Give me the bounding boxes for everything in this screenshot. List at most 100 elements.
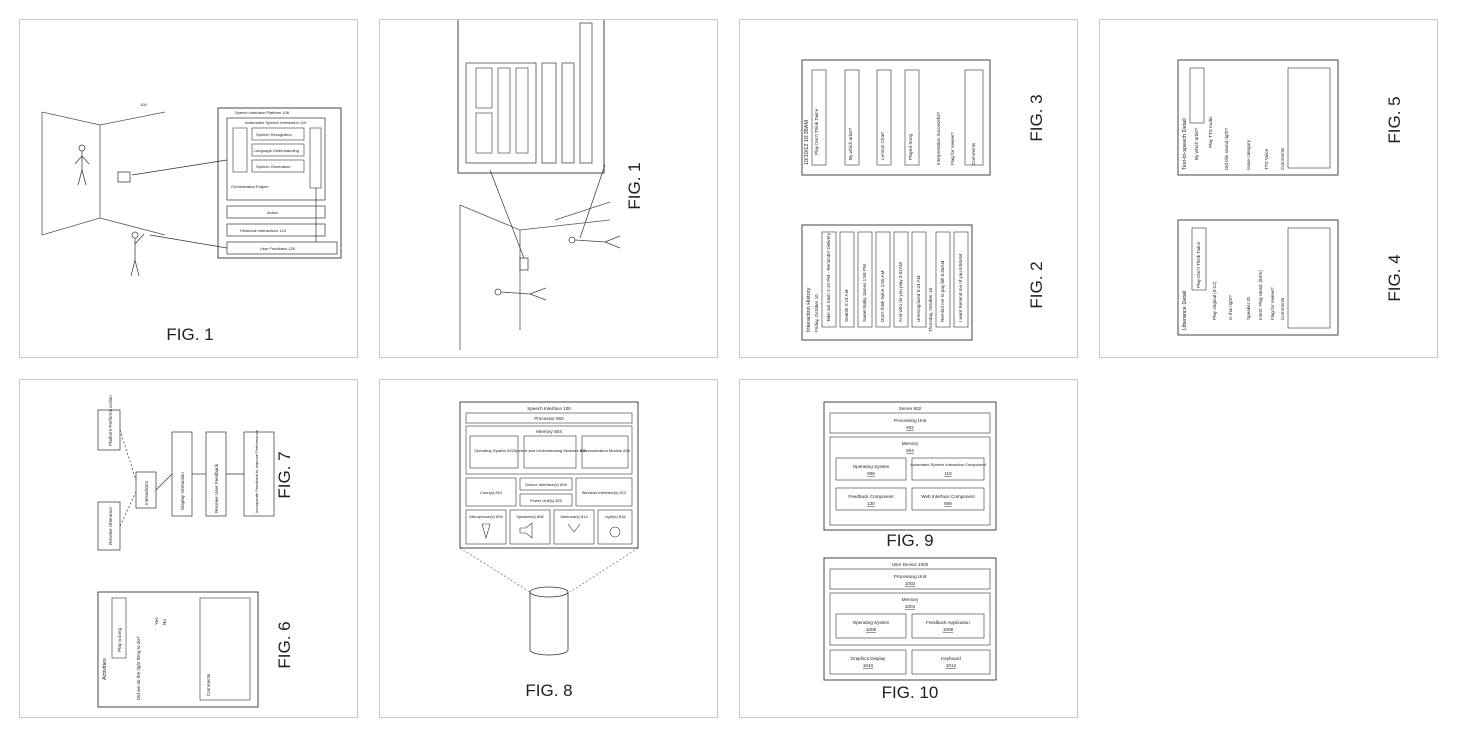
- language-understanding-label: Language Understanding: [254, 148, 299, 153]
- thumbnail-fig-1-alt[interactable]: FIG. 1: [379, 19, 718, 358]
- fig-9-web: Web Interface Component: [921, 494, 975, 499]
- fig-3-row-5: Lennon Chart: [880, 131, 885, 160]
- thumbnail-fig-8[interactable]: Speech Interface 100 Processor 802 Memor…: [379, 379, 718, 718]
- fig-2-3-drawing: Play Don't Think Twice By which artist? …: [801, 59, 1046, 341]
- orchestration-label: Orchestration Engine: [231, 184, 269, 189]
- fig-9-web-num: 908: [944, 501, 952, 506]
- fig-2-item-3: Sweet Baby James 1:58 PM: [862, 264, 867, 322]
- fig-2-item-8: I want Remind me of you 6:50AM: [958, 254, 963, 322]
- fig-5-tts: TTS Voice: [1264, 148, 1269, 170]
- fig-2-item-6: Unrecognized 5:24 AM: [916, 275, 921, 322]
- fig-3-question: Interpretation Successful?: [936, 111, 941, 165]
- fig-2-item-2: Seattle 2:24 AM: [844, 289, 849, 322]
- speaker-icon: [519, 522, 533, 539]
- fig-3-comments: Comments: [971, 142, 976, 165]
- fig-5-comments: Comments: [1280, 147, 1285, 170]
- fig-7-step-3: Interactions: [144, 481, 149, 505]
- thumbnail-fig-6-7[interactable]: Receive Utterance Platform Performs Acti…: [19, 379, 358, 718]
- fig-5-label: FIG. 5: [1385, 96, 1404, 143]
- fig-4-panel: Utterance Detail Play Don't Think Twice …: [1177, 219, 1404, 336]
- fig-10-feedback: Feedback Application: [926, 620, 970, 625]
- fig-2-item-5: And who do you play 3:02AM: [898, 262, 903, 322]
- fig-4-label: FIG. 4: [1385, 254, 1404, 301]
- fig-7-step-1: Receive Utterance: [108, 507, 113, 545]
- fig-1-label: FIG. 1: [166, 325, 213, 344]
- fig-10-panel: User Device 1000 Processing Unit 1002 Me…: [823, 557, 997, 702]
- fig-8-speaker: Speaker(s) 808: [516, 514, 544, 519]
- microphone-icon: [481, 523, 491, 540]
- fig-4-comments: Comments: [1280, 297, 1285, 320]
- fig-6-panel: Activities Play a song Did we do the rig…: [97, 591, 294, 708]
- fig-8-lights: Light(s) 816: [604, 514, 626, 519]
- fig-4-flag: Flag for review?: [1270, 287, 1275, 320]
- fig-10-memory: Memory: [902, 597, 919, 602]
- fig-9-memory: Memory: [902, 441, 919, 446]
- fig-1-alt-drawing: FIG. 1: [457, 20, 644, 350]
- fig-10-graphics: Graphics Display: [851, 656, 886, 661]
- fig-10-keyboard-num: 1012: [946, 663, 957, 668]
- device-icon: [117, 171, 131, 183]
- platform-title: Speech Interface Platform 108: [235, 110, 290, 115]
- fig-3-flag: Flag for review?: [950, 132, 955, 165]
- action-label: Action: [267, 210, 278, 215]
- fig-8-drawing: Speech Interface 100 Processor 802 Memor…: [459, 401, 639, 700]
- fig-4-row-1: Play Don't Think Twice: [1196, 241, 1201, 288]
- person-figure: [74, 144, 90, 186]
- feedback-label: User Feedback 126: [260, 246, 296, 251]
- fig-8-microphone: Microphone(s) 806: [469, 514, 503, 519]
- fig-2-item-4: Don't think twice 2:55 AM: [880, 270, 885, 322]
- fig-3-panel: Play Don't Think Twice By which artist? …: [801, 59, 1046, 176]
- fig-5-title: Text-to-speech Detail: [1182, 118, 1188, 170]
- fig-8-device-if: Device Interface(s) 808: [525, 482, 567, 487]
- fig-3-row-3: By which artist?: [848, 127, 853, 160]
- historical-label: Historical Interactions 124: [240, 228, 287, 233]
- fig-9-label: FIG. 9: [886, 531, 933, 550]
- person-figure-2: [130, 231, 145, 277]
- fig-8-antenna: Antenna(s) 814: [560, 514, 588, 519]
- fig-1-drawing: Speech Interface Platform 108 Automated …: [41, 102, 342, 344]
- fig-9-feedback-num: 120: [867, 501, 875, 506]
- lying-person-figure-2: [568, 235, 621, 249]
- speech-recognition-label: Speech Recognition: [256, 132, 292, 137]
- fig-9-title: Server 802: [899, 406, 922, 411]
- fig-8-title: Speech Interface 100: [527, 406, 571, 411]
- fig-3-title: 10/10/12 10:38AM: [804, 120, 810, 165]
- fig-2-header: Interaction History: [806, 287, 812, 332]
- fig-10-feedback-num: 1008: [943, 627, 954, 632]
- fig-9-asi-num: 110: [944, 471, 952, 476]
- thumbnail-fig-4-5[interactable]: Text-to-speech Detail By which artist? P…: [1099, 19, 1438, 358]
- fig-9-processing-num: 902: [906, 425, 914, 430]
- fig-9-panel: Server 802 Processing Unit 902 Memory 90…: [823, 401, 997, 550]
- fig-10-keyboard: Keyboard: [941, 656, 961, 661]
- fig-6-7-drawing: Receive Utterance Platform Performs Acti…: [97, 395, 294, 708]
- fig-4-title: Utterance Detail: [1182, 291, 1188, 330]
- fig-4-5-drawing: Text-to-speech Detail By which artist? P…: [1177, 59, 1404, 336]
- fig-6-title: Activities: [102, 658, 108, 680]
- fig-8-os: Operating System 822: [474, 448, 515, 453]
- fig-8-power: Power Unit(s) 820: [530, 498, 563, 503]
- fig-8-comm: Communication Module 826: [580, 448, 631, 453]
- fig-7-step-2: Platform Performs Action: [108, 395, 113, 446]
- fig-5-panel: Text-to-speech Detail By which artist? P…: [1177, 59, 1404, 176]
- fig-2-panel: Interaction History Friday, October 10 T…: [801, 224, 1046, 341]
- fig-8-wireless: Wireless Interface(s) 812: [582, 490, 627, 495]
- fig-3-label: FIG. 3: [1027, 94, 1046, 141]
- fig-2-item-7: Remind me to pay bill 6:45AM: [940, 261, 945, 322]
- fig-7-step-6: Incorporate Feedback to Improve Performa…: [254, 429, 259, 513]
- light-icon: [609, 526, 621, 538]
- fig-8-label: FIG. 8: [525, 681, 572, 700]
- fig-10-title: User Device 1000: [892, 562, 929, 567]
- fig-9-10-drawing: Server 802 Processing Unit 902 Memory 90…: [823, 401, 997, 702]
- thumbnail-fig-2-3[interactable]: Play Don't Think Twice By which artist? …: [739, 19, 1078, 358]
- fig-5-question: Did this sound right?: [1224, 128, 1229, 170]
- fig-10-processing-num: 1002: [905, 581, 916, 586]
- fig-10-memory-num: 1004: [905, 604, 916, 609]
- thumbnail-fig-9-10[interactable]: Server 802 Processing Unit 902 Memory 90…: [739, 379, 1078, 718]
- thumbnail-fig-1[interactable]: Speech Interface Platform 108 Automated …: [19, 19, 358, 358]
- fig-10-processing: Processing Unit: [894, 574, 927, 579]
- fig-5-row-2: Play TTS Audio: [1208, 116, 1213, 148]
- fig-3-row-7: Played Song: [908, 134, 913, 160]
- fig-6-yes: Yes: [154, 617, 159, 625]
- fig-6-label: FIG. 6: [275, 621, 294, 668]
- antenna-icon: [567, 523, 581, 533]
